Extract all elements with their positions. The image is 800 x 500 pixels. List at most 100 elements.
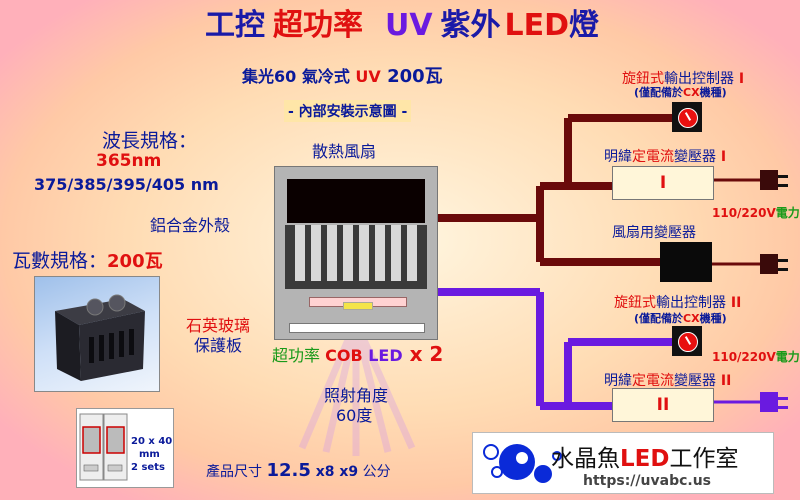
power-2-label: 110/220V電力 <box>712 348 800 365</box>
cob-label: 超功率 COB LED x 2 <box>272 342 443 366</box>
product-size-rest: x8 x9 <box>310 464 359 480</box>
cooling-fan <box>287 179 425 223</box>
plug-pin <box>778 259 788 262</box>
bubbles-logo-icon <box>483 444 562 483</box>
brand-name-b: LED <box>620 446 670 472</box>
product-size-unit: 公分 <box>358 464 391 480</box>
power-2-voltage: 110/220V <box>712 350 776 364</box>
angle-value: 60度 <box>336 406 373 425</box>
power-plug-2-icon <box>760 392 778 412</box>
product-photo <box>34 276 160 392</box>
chip-sets: 2 sets <box>131 462 165 473</box>
chip-unit: mm <box>139 449 160 460</box>
driver-1-name: 變壓器 <box>674 149 716 165</box>
glass-label-2: 保護板 <box>194 336 243 355</box>
quartz-glass <box>289 323 425 333</box>
fan-label: 散熱風扇 <box>312 142 377 161</box>
driver-2-label: 明緯定電流變壓器 II <box>604 370 731 390</box>
led-lamp-image <box>55 294 145 381</box>
brand-url[interactable]: https://uvabc.us <box>583 473 712 489</box>
driver-1-box-label: I <box>659 173 667 193</box>
title-part-1: 工控 <box>204 8 265 43</box>
heatsink-fins <box>295 225 417 281</box>
title-part-6: 燈 <box>569 8 600 43</box>
title-part-3: UV <box>384 8 433 43</box>
controller-1-num: I <box>734 71 745 87</box>
controller-1-knob-icon[interactable] <box>672 102 702 132</box>
driver-2-box-label: II <box>656 395 670 415</box>
product-size-label: 產品尺寸 <box>206 464 267 480</box>
fan-transformer-label: 風扇用變壓器 <box>612 225 696 241</box>
driver-2-box: II <box>612 388 714 422</box>
driver-1-type: 定電流 <box>632 149 674 165</box>
subtitle: 集光60 氣冷式 UV 200瓦 <box>242 62 443 88</box>
wattage-row: 瓦數規格：200瓦 <box>12 246 163 273</box>
cob-prefix: 超功率 <box>272 346 326 365</box>
power-1-text: 電力 <box>775 206 800 220</box>
cob-led-chip <box>343 302 373 310</box>
driver-1-label: 明緯定電流變壓器 I <box>604 146 726 166</box>
cob-count: x 2 <box>402 342 444 366</box>
power-2-text: 電力 <box>775 350 800 364</box>
aluminum-housing <box>274 166 438 340</box>
light-beam <box>298 338 416 456</box>
plug-pin <box>778 184 788 187</box>
wavelength-main: 365nm <box>96 151 162 171</box>
subtitle-power: 200瓦 <box>380 66 443 87</box>
subtitle-prefix: 集光60 氣冷式 <box>242 67 356 86</box>
driver-2-num: II <box>716 373 732 389</box>
controller-2-type: 旋鈕式 <box>614 295 656 311</box>
wattage-label: 瓦數規格： <box>12 250 108 272</box>
controller-1-note: (僅配備於CX機種) <box>634 84 727 100</box>
subtitle-uv: UV <box>355 67 381 86</box>
controller-1-label: 旋鈕式輸出控制器 I <box>622 68 744 88</box>
angle-label: 照射角度 <box>324 386 389 405</box>
driver-2-brand: 明緯 <box>604 373 632 389</box>
fan-wire <box>436 114 688 266</box>
controller-2-label: 旋鈕式輸出控制器 II <box>614 292 741 312</box>
driver-1-box: I <box>612 166 714 200</box>
driver-1-num: I <box>716 149 727 165</box>
led-wire <box>436 288 688 410</box>
controller-1-type: 旋鈕式 <box>622 71 664 87</box>
caption: - 內部安裝示意圖 - <box>284 100 412 122</box>
plug-pin <box>778 397 788 400</box>
title-part-4: 紫外 <box>440 8 501 43</box>
wattage-value: 200瓦 <box>107 251 163 272</box>
controller-2-knob-icon[interactable] <box>672 326 702 356</box>
controller-2-name: 輸出控制器 <box>656 295 726 311</box>
controller-1-note-cx: CX <box>683 86 700 99</box>
power-plug-fan-icon <box>760 254 778 274</box>
controller-1-name: 輸出控制器 <box>664 71 734 87</box>
cob-chip-icon <box>79 413 128 481</box>
brand-badge: 水晶魚LED工作室 https://uvabc.us <box>472 432 774 494</box>
product-size: 產品尺寸 12.5 x8 x9 公分 <box>206 460 391 481</box>
brand-name-c: 工作室 <box>669 446 739 472</box>
cob-text: COB <box>325 346 369 365</box>
power-1-voltage: 110/220V <box>712 206 776 220</box>
brand-name: 水晶魚LED工作室 <box>551 439 738 473</box>
power-1-label: 110/220V電力 <box>712 204 800 221</box>
housing-label: 鋁合金外殼 <box>150 216 231 235</box>
plug-pin <box>778 406 788 409</box>
cob-led-text: LED <box>368 346 403 365</box>
controller-2-note-a: (僅配備於 <box>634 312 684 325</box>
driver-1-brand: 明緯 <box>604 149 632 165</box>
controller-2-num: II <box>726 295 742 311</box>
controller-2-note-cx: CX <box>683 312 700 325</box>
plug-pin <box>778 268 788 271</box>
driver-2-type: 定電流 <box>632 373 674 389</box>
chip-size: 20 x 40 <box>131 436 173 447</box>
title-part-5: LED <box>504 8 570 43</box>
controller-1-note-a: (僅配備於 <box>634 86 684 99</box>
controller-2-note-b: 機種) <box>699 312 727 325</box>
power-plug-1-icon <box>760 170 778 190</box>
glass-label-1: 石英玻璃 <box>186 316 251 335</box>
product-size-value: 12.5 <box>266 460 311 481</box>
heatsink <box>285 225 427 289</box>
chip-inset: 20 x 40 mm 2 sets <box>76 408 174 488</box>
plug-pin <box>778 175 788 178</box>
